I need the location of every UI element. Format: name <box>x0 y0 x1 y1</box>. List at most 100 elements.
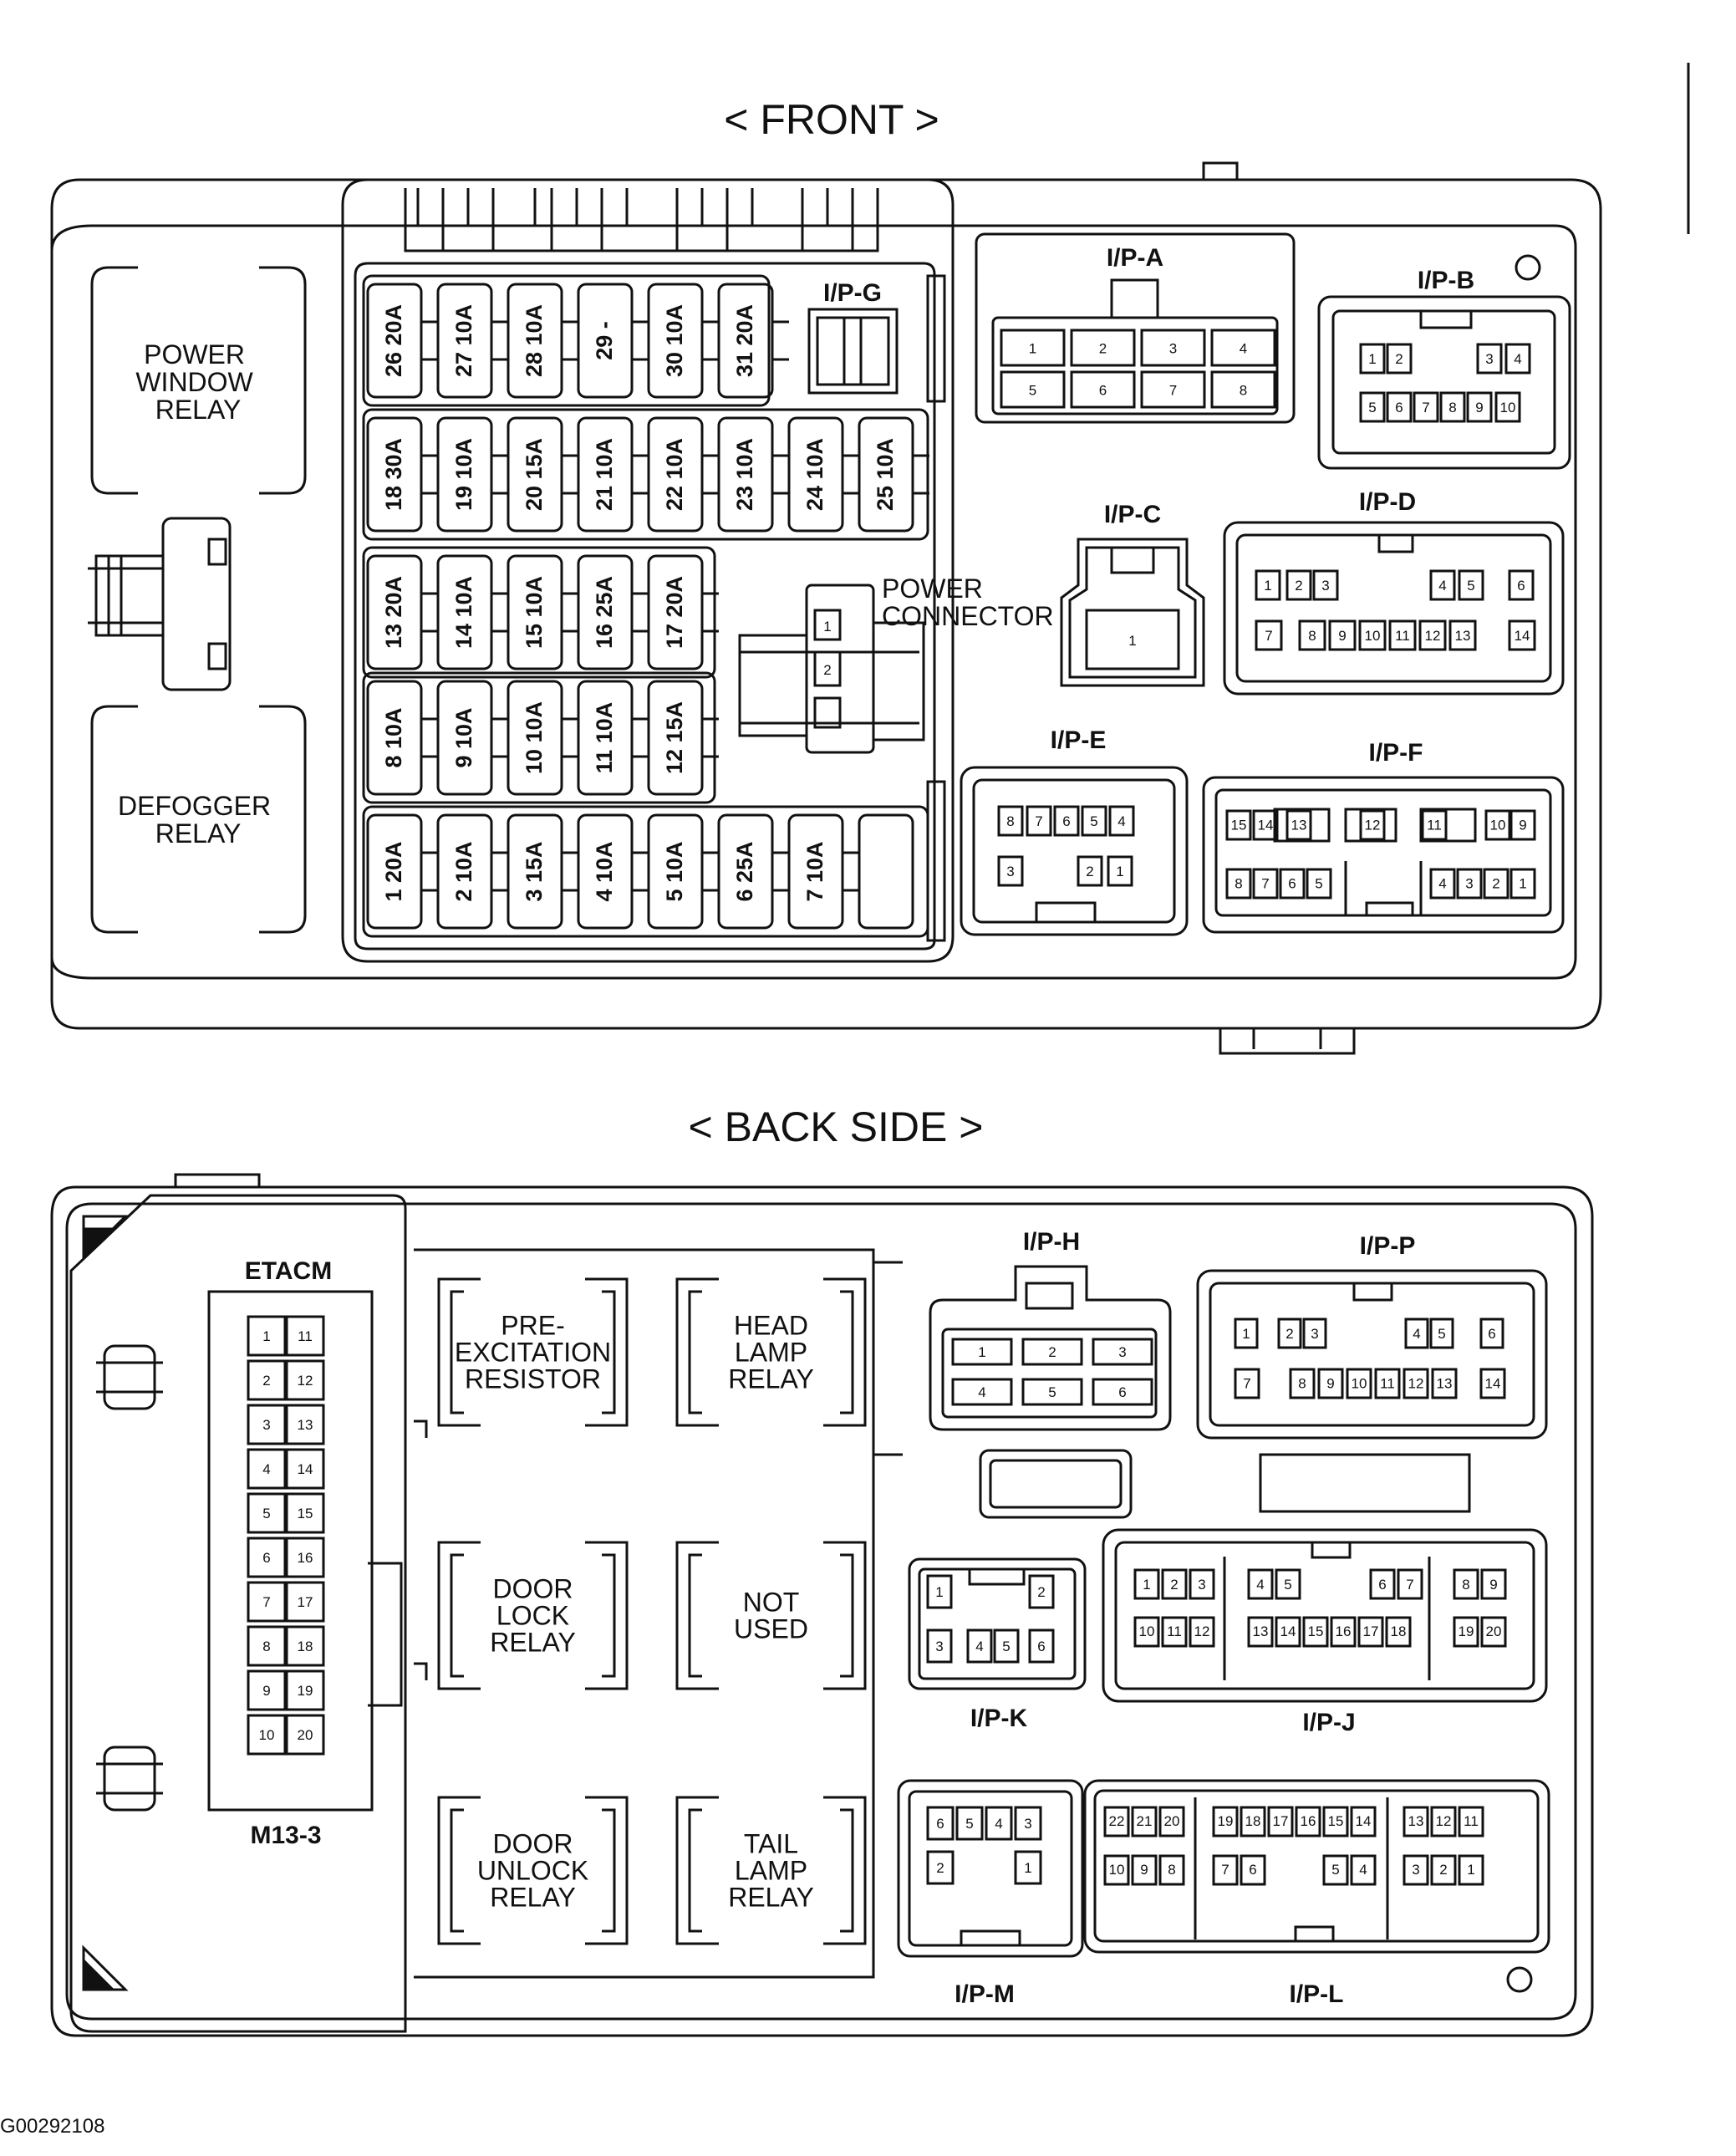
pin-label: 13 <box>1437 1375 1453 1391</box>
pin-cell <box>1081 805 1107 837</box>
pin-cell <box>1161 1568 1188 1600</box>
pin-cell <box>966 1628 993 1664</box>
defogger-relay: DEFOGGER RELAY <box>90 705 307 934</box>
pin-cell <box>1131 1854 1158 1886</box>
relay-label-line: UNLOCK <box>477 1856 588 1886</box>
pin-cell <box>247 1581 287 1623</box>
pin-cell <box>997 855 1024 887</box>
pin-label: 5 <box>262 1506 270 1521</box>
pin-cell <box>1298 619 1326 651</box>
pin-label: 9 <box>1489 1577 1497 1593</box>
pin-cell <box>1458 569 1484 601</box>
fuse-rating: 20A <box>381 576 406 618</box>
pin-label: 9 <box>1475 400 1483 415</box>
front-housing-inner <box>50 224 1577 980</box>
pin-label: 5 <box>1284 1577 1291 1593</box>
fuse-label: 8 10A <box>381 707 406 767</box>
pin-label: 3 <box>1465 875 1473 891</box>
fuse-rating: 20A <box>381 841 406 883</box>
pin-cell <box>1279 868 1306 900</box>
pin-label: 8 <box>1298 1375 1306 1391</box>
pin-cell <box>1374 1368 1401 1399</box>
back-housing-tab <box>174 1173 261 1187</box>
fuse <box>647 283 704 399</box>
pin-cell <box>1322 1854 1349 1886</box>
fuse <box>577 554 634 670</box>
pin-cell <box>247 1315 287 1357</box>
fuse-number: 1 <box>381 883 406 902</box>
pin-label: 7 <box>1422 400 1429 415</box>
pin-cell <box>813 609 842 641</box>
connector-label: I/P-L <box>1290 1980 1344 2008</box>
pin-cell <box>1077 855 1103 887</box>
pin-cell <box>955 1806 984 1841</box>
pin-label: 2 <box>1285 1326 1293 1342</box>
pin-cell <box>285 1359 325 1401</box>
fuse-number: 20 <box>522 479 547 511</box>
fuse-row-frame <box>362 546 716 679</box>
pin-cell <box>1369 1568 1396 1600</box>
fuse-rating: 10A <box>802 438 827 480</box>
pin-label: 6 <box>1517 578 1525 594</box>
fuse-number: 24 <box>802 479 827 511</box>
pin-label: 1 <box>1519 875 1526 891</box>
pin-label: 14 <box>1515 628 1530 644</box>
m13-3-label: M13-3 <box>250 1822 321 1849</box>
pin-cell <box>1240 1854 1266 1886</box>
pin-cell <box>1285 569 1312 601</box>
pin-label: 5 <box>1331 1862 1339 1878</box>
pin-label: 5 <box>1029 382 1036 398</box>
pin-label: 16 <box>1336 1623 1352 1639</box>
pin-cell <box>1359 391 1386 423</box>
pin-cell <box>1021 1338 1083 1366</box>
pin-cell <box>285 1537 325 1578</box>
pin-cell <box>1189 1616 1215 1648</box>
relay-label-line: RELAY <box>490 1628 576 1658</box>
pin-label: 8 <box>1308 628 1316 644</box>
fuse <box>577 813 634 930</box>
pin-label: 10 <box>259 1727 275 1743</box>
relay-label-line: RELAY <box>728 1364 814 1394</box>
connector-label: I/P-D <box>1359 488 1416 516</box>
pin-cell <box>285 1404 325 1445</box>
pin-label: 6 <box>1037 1639 1045 1654</box>
pin-label: 1 <box>1024 1860 1031 1876</box>
pin-label: 4 <box>262 1461 270 1477</box>
pin-cell <box>1026 805 1052 837</box>
fuse-number: 22 <box>662 479 687 511</box>
svg-text:DEFOGGER RELAY: DEFOGGER RELAY <box>118 791 278 849</box>
pin-label: 11 <box>298 1328 313 1344</box>
fuse-label: 17 20A <box>662 576 687 649</box>
pin-label: 8 <box>1006 813 1014 829</box>
pin-cell <box>1479 1318 1504 1349</box>
pin-label: 8 <box>262 1639 270 1654</box>
relay-label-line: RELAY <box>490 1883 576 1913</box>
pin-cell <box>1070 329 1136 367</box>
pin-label: 18 <box>1245 1813 1261 1829</box>
fuse-row-frame <box>362 274 771 407</box>
pin-cell <box>247 1537 287 1578</box>
pin-cell <box>1158 1806 1185 1837</box>
pin-cell <box>997 805 1024 837</box>
pin-cell <box>1357 1616 1384 1648</box>
pin-cell <box>926 1574 953 1609</box>
fuse-rating: 10A <box>522 701 547 743</box>
relay-label-line: RELAY <box>728 1883 814 1913</box>
pin-cell <box>285 1315 325 1357</box>
fuse-label: 19 10A <box>451 438 476 511</box>
pin-label: 8 <box>1235 875 1242 891</box>
pin-label: 7 <box>1221 1862 1229 1878</box>
pin-cell <box>1255 619 1283 651</box>
pin-cell <box>1494 391 1521 423</box>
fuse <box>717 283 774 399</box>
pin-cell <box>1350 1854 1377 1886</box>
pin-cell <box>1267 1806 1294 1837</box>
pin-cell <box>1070 370 1136 409</box>
fuse-label: 15 10A <box>522 576 547 649</box>
